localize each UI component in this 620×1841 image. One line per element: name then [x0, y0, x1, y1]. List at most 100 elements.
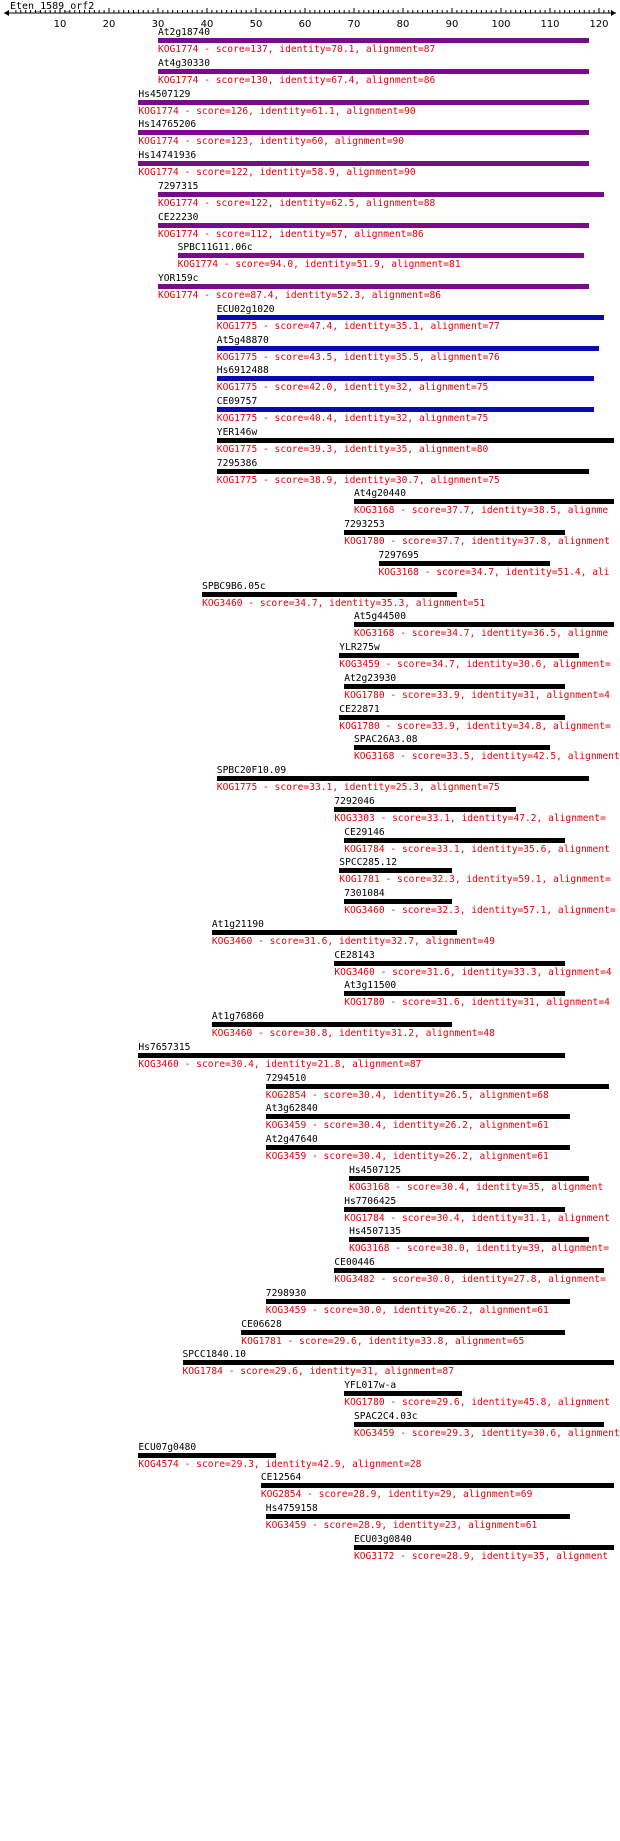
alignment-bar[interactable] [354, 622, 614, 628]
alignment-bar[interactable] [216, 407, 595, 412]
alignment-bar[interactable] [265, 1083, 609, 1089]
hit-name[interactable]: At2g18740 [158, 27, 210, 38]
alignment-bar[interactable] [354, 499, 614, 505]
hit-name[interactable]: CE22871 [339, 703, 380, 715]
alignment-bar[interactable] [216, 468, 590, 474]
hit-name[interactable]: SPAC26A3.08 [354, 734, 418, 746]
alignment-bar[interactable] [216, 345, 599, 351]
alignment-bar[interactable] [216, 437, 614, 443]
alignment-bar[interactable] [349, 1175, 590, 1181]
alignment-bar[interactable] [158, 191, 604, 197]
alignment-bar[interactable] [354, 745, 550, 751]
hit-name[interactable]: YLR275w [339, 642, 380, 653]
hit-name[interactable]: 7297695 [378, 549, 419, 561]
hit-name[interactable]: At3g62840 [265, 1103, 318, 1115]
hit-name[interactable]: CE06628 [241, 1318, 282, 1330]
alignment-bar[interactable] [211, 1022, 452, 1027]
alignment-bar[interactable] [378, 560, 550, 566]
alignment-bar[interactable] [344, 1391, 462, 1396]
hit-name[interactable]: Hs6912488 [216, 365, 269, 377]
hit-name[interactable]: At1g76860 [211, 1011, 264, 1022]
hit-name[interactable]: CE09757 [216, 396, 258, 407]
hit-name[interactable]: Hs4759158 [265, 1503, 318, 1514]
hit-name[interactable]: At5g44500 [354, 611, 406, 623]
alignment-bar[interactable] [265, 1145, 570, 1150]
alignment-bar[interactable] [241, 1329, 565, 1335]
alignment-bar[interactable] [182, 1360, 614, 1366]
hit-name[interactable]: Hs14765206 [138, 119, 197, 131]
alignment-bar[interactable] [216, 314, 604, 320]
alignment-bar[interactable] [349, 1237, 590, 1243]
alignment-bar[interactable] [202, 591, 457, 597]
alignment-bar[interactable] [158, 284, 590, 289]
hit-name[interactable]: ECU07g0480 [138, 1441, 197, 1453]
alignment-bar[interactable] [260, 1483, 614, 1489]
hit-name[interactable]: CE29146 [344, 826, 385, 838]
alignment-bar[interactable] [334, 960, 565, 966]
hit-name[interactable]: At4g30330 [158, 57, 210, 69]
hit-name[interactable]: CE28143 [334, 949, 375, 961]
hit-name[interactable]: ECU02g1020 [216, 303, 275, 315]
alignment-bar[interactable] [354, 1421, 604, 1427]
hit-name[interactable]: YFL017w-a [344, 1380, 397, 1391]
alignment-bar[interactable] [265, 1514, 570, 1519]
alignment-bar[interactable] [344, 899, 452, 904]
hit-name[interactable]: Hs4507125 [349, 1164, 402, 1176]
hit-name[interactable]: SPBC9B6.05c [202, 580, 266, 592]
hit-name[interactable]: ECU03g0840 [354, 1533, 412, 1545]
hit-name[interactable]: YER146w [216, 426, 258, 438]
alignment-bar[interactable] [138, 130, 590, 136]
alignment-bar[interactable] [344, 991, 565, 997]
alignment-bar[interactable] [334, 1268, 604, 1273]
alignment-bar[interactable] [138, 99, 590, 105]
hit-name[interactable]: 7294510 [265, 1072, 307, 1084]
alignment-bar[interactable] [354, 1544, 614, 1550]
hit-name[interactable]: SPCC285.12 [339, 857, 398, 869]
hit-name[interactable]: Hs7657315 [138, 1041, 191, 1053]
alignment-bar[interactable] [158, 68, 590, 74]
alignment-bar[interactable] [339, 714, 565, 720]
alignment-bar[interactable] [158, 38, 590, 43]
hit-name[interactable]: At2g47640 [265, 1134, 318, 1145]
alignment-bar[interactable] [265, 1114, 570, 1120]
hit-name[interactable]: At1g21190 [211, 918, 264, 930]
hit-name[interactable]: Hs4507129 [138, 88, 191, 100]
alignment-bar[interactable] [344, 1206, 565, 1212]
alignment-bar[interactable] [339, 653, 580, 658]
alignment-bar[interactable] [216, 776, 590, 781]
hit-name[interactable]: CE00446 [334, 1257, 375, 1268]
hit-name[interactable]: 7298930 [265, 1287, 307, 1299]
hit-name[interactable]: SPCC1840.10 [182, 1349, 247, 1361]
hit-name[interactable]: YOR159c [158, 273, 199, 284]
alignment-bar[interactable] [334, 806, 516, 812]
alignment-bar[interactable] [177, 253, 585, 259]
hit-name[interactable]: 7301084 [344, 888, 385, 899]
hit-name[interactable]: At3g11500 [344, 980, 397, 992]
alignment-bar[interactable] [138, 1452, 276, 1458]
alignment-bar[interactable] [344, 530, 565, 535]
hit-name[interactable]: Hs4507135 [349, 1226, 402, 1238]
hit-name[interactable]: Hs7706425 [344, 1195, 397, 1207]
hit-name[interactable]: 7297315 [158, 180, 199, 192]
hit-name[interactable]: CE22230 [158, 211, 199, 223]
alignment-bar[interactable] [138, 161, 590, 166]
alignment-bar[interactable] [265, 1298, 570, 1304]
alignment-bar[interactable] [339, 868, 452, 874]
hit-name[interactable]: SPAC2C4.03c [354, 1410, 418, 1422]
hit-name[interactable]: 7295386 [216, 457, 258, 469]
hit-name[interactable]: 7292046 [334, 795, 375, 807]
alignment-bar[interactable] [138, 1052, 565, 1058]
alignment-bar[interactable] [344, 837, 565, 843]
hit-name[interactable]: At4g20440 [354, 488, 406, 500]
alignment-bar[interactable] [344, 683, 565, 689]
hit-name[interactable]: Hs14741936 [138, 150, 197, 161]
alignment-bar[interactable] [158, 222, 590, 228]
hit-name[interactable]: SPBC11G11.06c [177, 242, 253, 254]
hit-name[interactable]: At2g23930 [344, 672, 397, 684]
hit-name[interactable]: At5g48870 [216, 334, 269, 346]
alignment-bar[interactable] [216, 376, 595, 382]
alignment-bar[interactable] [211, 929, 457, 935]
hit-name[interactable]: CE12564 [260, 1472, 302, 1484]
hit-name[interactable]: 7293253 [344, 519, 385, 530]
hit-name[interactable]: SPBC20F10.09 [216, 765, 287, 776]
